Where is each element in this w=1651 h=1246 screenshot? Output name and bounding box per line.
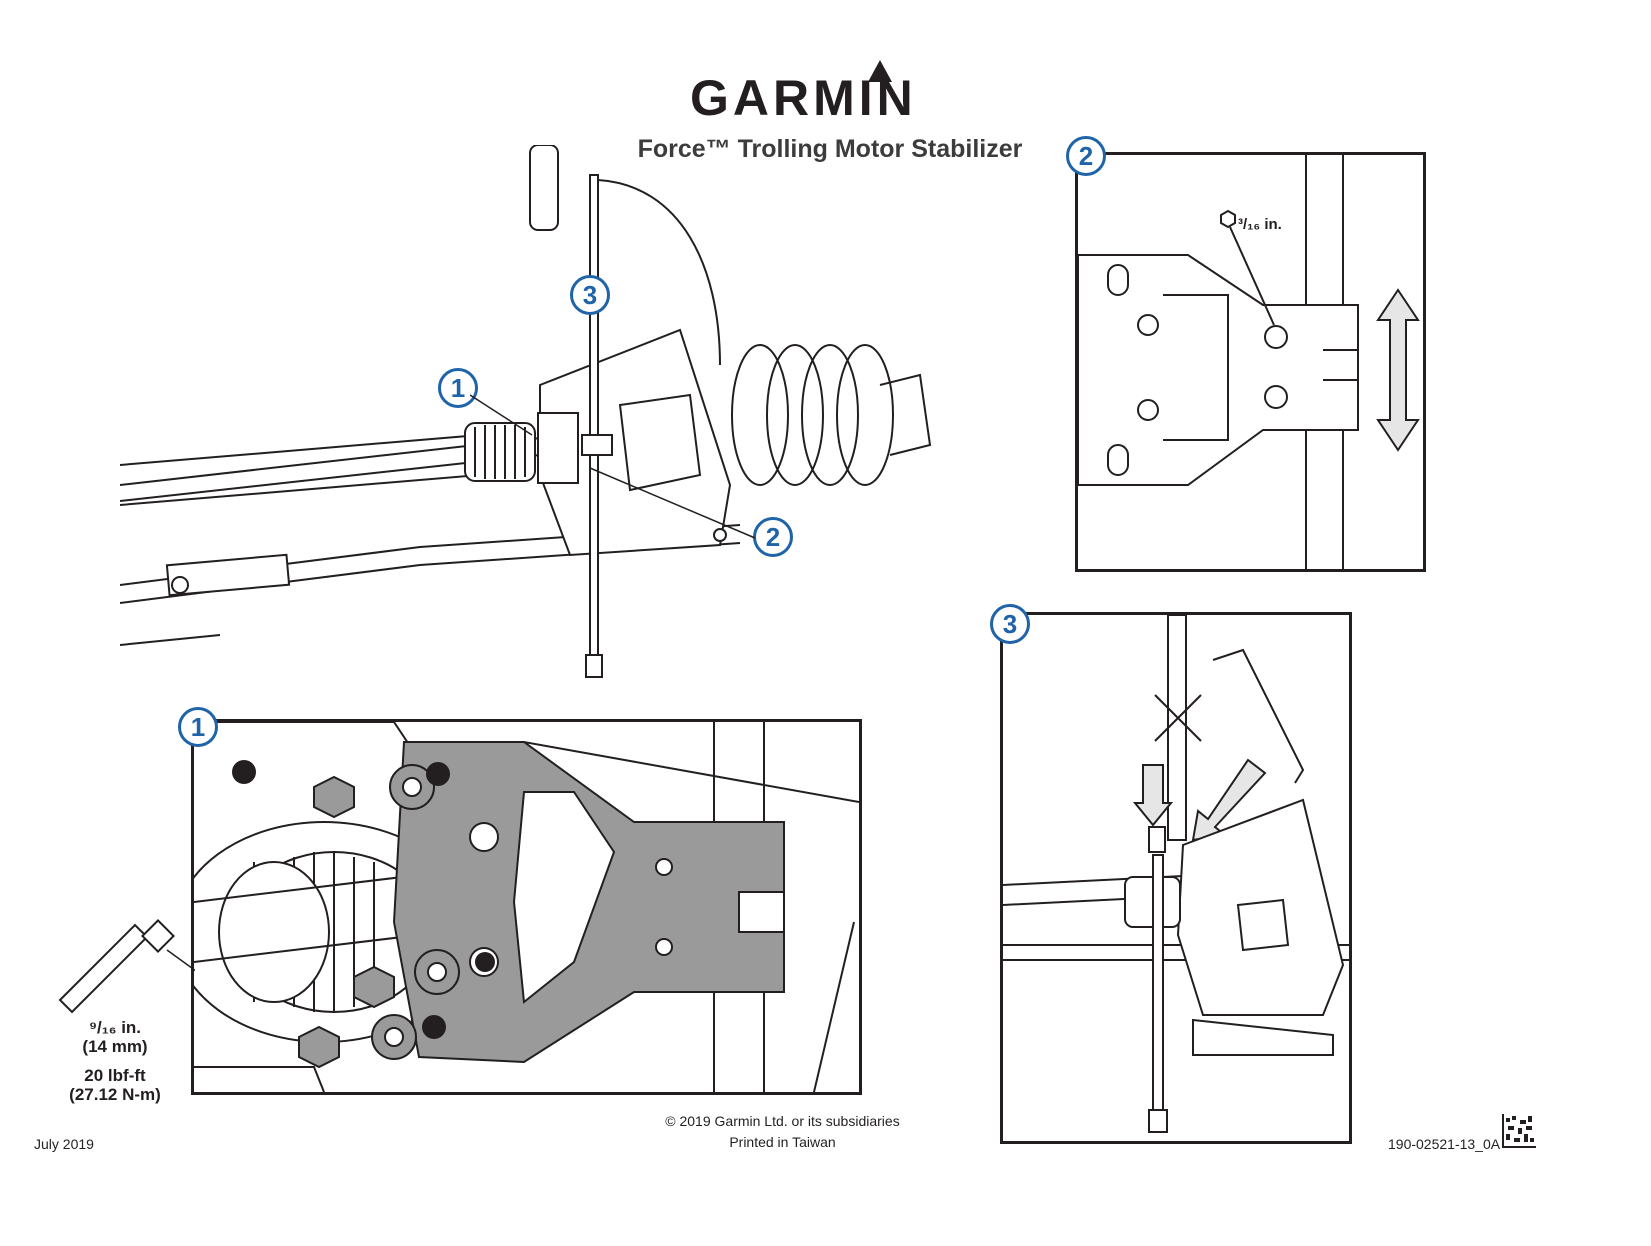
datamatrix-code-icon (1502, 1114, 1536, 1148)
page-title: Force™ Trolling Motor Stabilizer (637, 135, 1023, 163)
hex-key-size-label: ³/₁₆ in. (1238, 216, 1282, 233)
callout-2-panel: 2 (1066, 136, 1106, 176)
footer-part-number: 190-02521-13_0A (1388, 1136, 1501, 1152)
leader-lines (470, 394, 756, 539)
footer-date: July 2019 (34, 1136, 94, 1152)
overview-illustration (119, 144, 950, 685)
torque-nm-label: (27.12 N-m) (69, 1085, 161, 1104)
detail-panel-3 (1000, 612, 1352, 1144)
detail-panel-1 (191, 719, 862, 1095)
callout-1-panel: 1 (178, 707, 218, 747)
torque-label: 20 lbf-ft (84, 1066, 146, 1085)
detail-panel-2 (1075, 152, 1426, 572)
logo-triangle-icon (868, 60, 892, 82)
callout-3-overview: 3 (570, 275, 610, 315)
socket-size-mm-label: (14 mm) (82, 1037, 148, 1056)
footer-printed: Printed in Taiwan (729, 1134, 836, 1150)
socket-size-label: ⁹/₁₆ in. (88, 1018, 142, 1037)
footer-copyright: © 2019 Garmin Ltd. or its subsidiaries (665, 1113, 900, 1129)
logo-text: GARMIN (690, 70, 917, 120)
garmin-logo: GARMIN (690, 60, 970, 126)
socket-spec: ⁹/₁₆ in. (14 mm) 20 lbf-ft (27.12 N-m) (60, 1018, 170, 1104)
callout-3-panel: 3 (990, 604, 1030, 644)
callout-1-overview: 1 (438, 368, 478, 408)
